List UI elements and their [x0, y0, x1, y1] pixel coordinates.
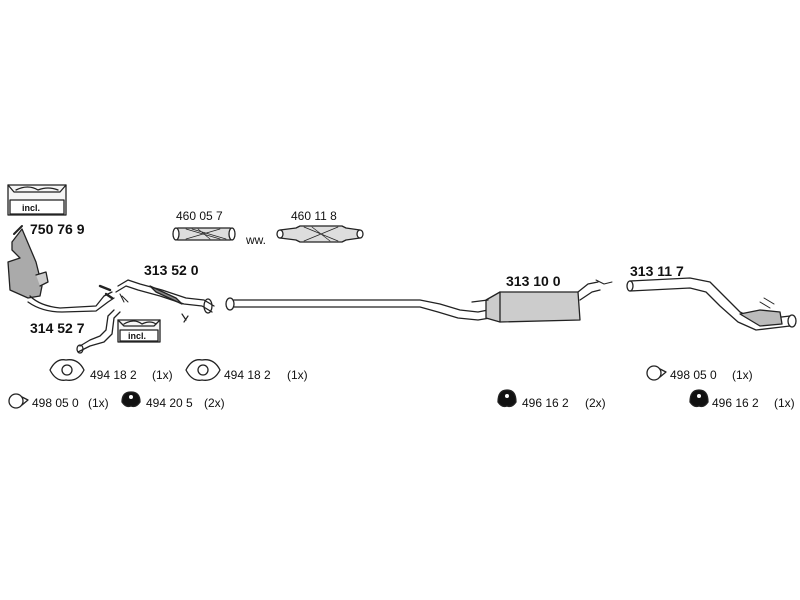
rear-silencer — [626, 277, 797, 331]
catalytic-converter — [7, 225, 115, 313]
rubber-mount-icon — [121, 391, 141, 408]
part-number-middle-silencer: 313 10 0 — [506, 273, 561, 289]
front-pipe — [115, 279, 215, 323]
hardware-qty: (1x) — [287, 368, 308, 382]
hardware-qty: (2x) — [204, 396, 225, 410]
down-pipe — [76, 309, 121, 354]
hardware-code: 498 05 0 — [32, 396, 79, 410]
part-number-flex-pipe-b: 460 11 8 — [291, 209, 337, 223]
hardware-qty: (2x) — [585, 396, 606, 410]
part-number-front-pipe: 313 52 0 — [144, 262, 199, 278]
hardware-qty: (1x) — [732, 368, 753, 382]
intermediate-pipe — [225, 297, 491, 321]
hardware-qty: (1x) — [152, 368, 173, 382]
alternative-marker: ww. — [246, 233, 267, 247]
part-number-catalytic-converter: 750 76 9 — [30, 221, 85, 237]
hardware-code: 496 16 2 — [712, 396, 759, 410]
hardware-qty: (1x) — [88, 396, 109, 410]
hardware-code: 496 16 2 — [522, 396, 569, 410]
incl-kit-box-1 — [7, 184, 67, 216]
part-number-down-pipe: 314 52 7 — [30, 320, 85, 336]
gasket-icon — [49, 359, 85, 381]
rubber-mount-icon — [497, 389, 517, 408]
middle-silencer — [471, 279, 613, 323]
incl-label-1: incl. — [22, 203, 41, 213]
gasket-icon — [185, 359, 221, 381]
clamp-icon — [8, 393, 29, 409]
incl-kit-box-2 — [117, 319, 161, 343]
hardware-code: 494 20 5 — [146, 396, 193, 410]
part-number-flex-pipe-a: 460 05 7 — [176, 209, 223, 223]
hardware-code: 494 18 2 — [224, 368, 271, 382]
flex-pipe-460-05-7 — [172, 227, 236, 241]
rubber-mount-icon — [689, 389, 709, 408]
incl-label-2: incl. — [128, 331, 147, 341]
hardware-code: 498 05 0 — [670, 368, 717, 382]
part-number-rear-silencer: 313 11 7 — [630, 263, 684, 279]
flex-pipe-460-11-8 — [276, 225, 364, 243]
hardware-qty: (1x) — [774, 396, 795, 410]
clamp-icon — [646, 365, 667, 381]
hardware-code: 494 18 2 — [90, 368, 137, 382]
